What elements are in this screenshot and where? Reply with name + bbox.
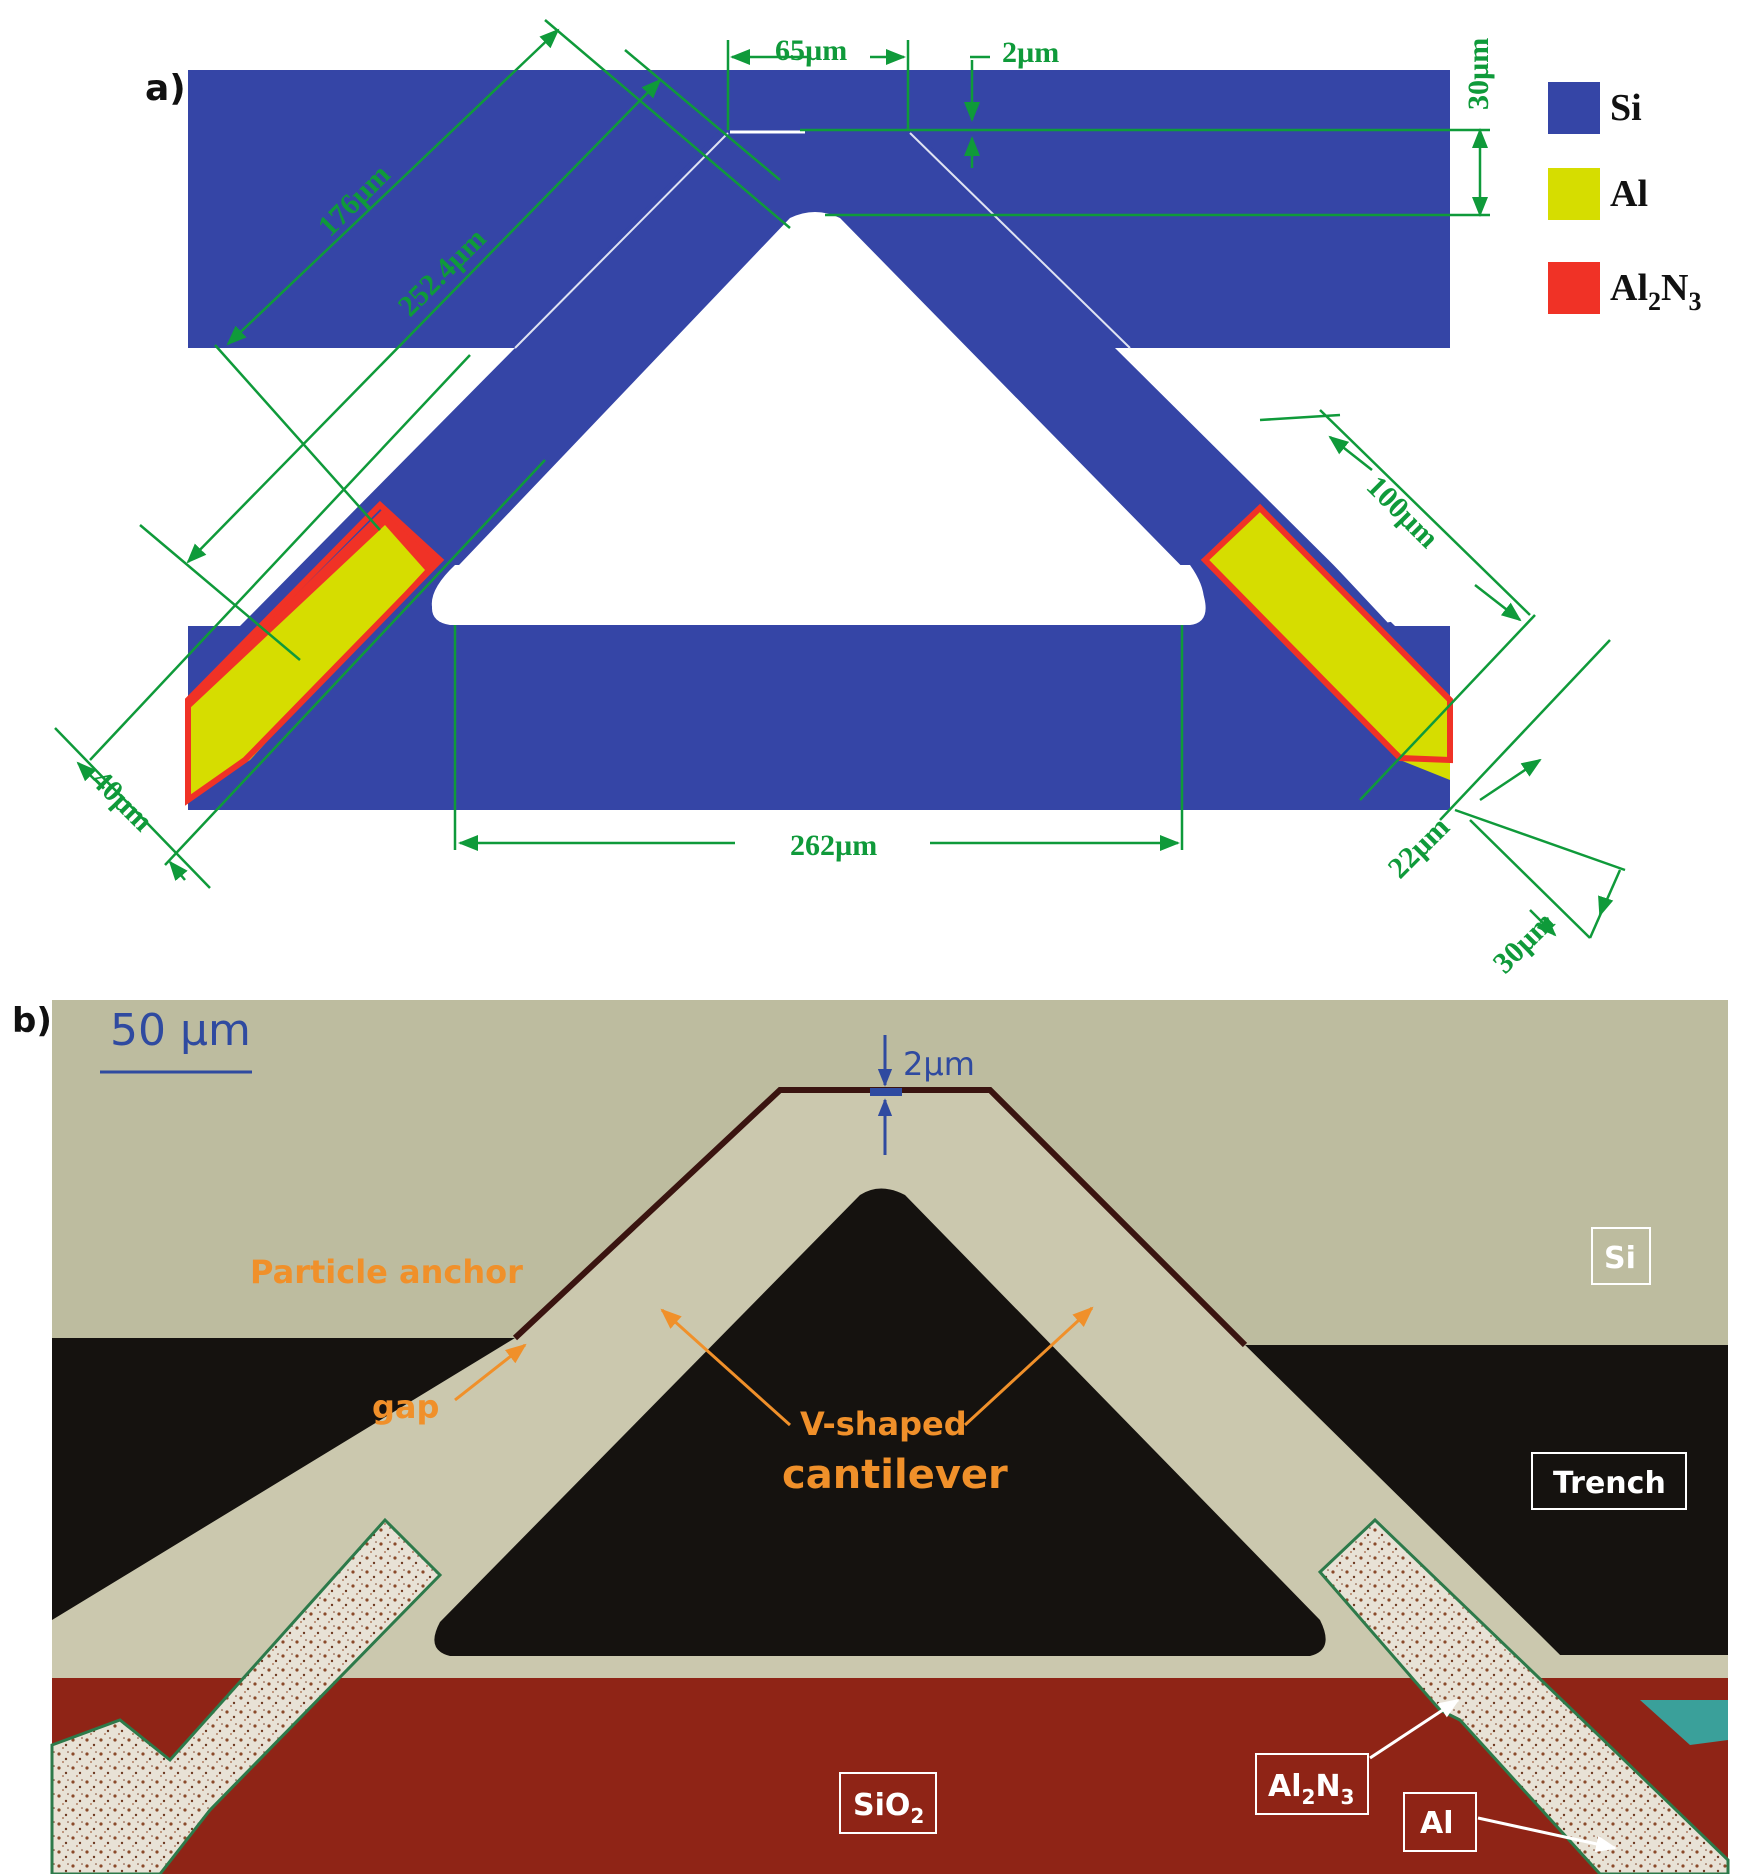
- gap-label: gap: [372, 1388, 439, 1426]
- cavity-dark: [434, 1188, 1326, 1656]
- trench-label: Trench: [1553, 1466, 1666, 1501]
- panel-a-label: a): [145, 68, 186, 109]
- trench-label-box: [1531, 1452, 1687, 1510]
- cantilever-label: cantilever: [782, 1452, 1008, 1498]
- dim-65um: 65µm: [775, 34, 847, 67]
- legend-al2n3-swatch: [1548, 262, 1600, 314]
- trench-region-right: [1245, 1345, 1728, 1655]
- panel-b-label: b): [12, 1001, 52, 1041]
- right-pad-border: [1200, 503, 1453, 764]
- v-arrow-right: [963, 1306, 1094, 1427]
- sio2-label-box: [839, 1772, 937, 1834]
- dim-2um: 2µm: [1002, 36, 1059, 69]
- legend-si-label: Si: [1610, 87, 1642, 129]
- al-label: Al: [1420, 1806, 1454, 1841]
- gap-right: [1115, 348, 1450, 626]
- right-pad-al: [1205, 510, 1450, 780]
- si-label-box: [1591, 1227, 1651, 1285]
- aln-label-box: [1255, 1753, 1369, 1815]
- aln-label: Al2N3: [1268, 1769, 1354, 1809]
- legend-si-swatch: [1548, 82, 1600, 134]
- cavity-bottom: [431, 565, 1204, 622]
- si-label: Si: [1604, 1241, 1636, 1276]
- dim-262um: 262µm: [790, 829, 877, 862]
- teal-artifact: [1640, 1700, 1728, 1745]
- al-pad-left: [50, 1517, 443, 1874]
- aln-arrow: [1369, 1698, 1460, 1760]
- scale-bar-label: 50 µm: [110, 1005, 251, 1056]
- dimension-lines: [54, 19, 1626, 939]
- si-bottom-fill: [188, 626, 1450, 806]
- gap-arrow: [454, 1343, 527, 1402]
- dim-22um: 22µm: [1382, 811, 1456, 885]
- legend-al-swatch: [1548, 168, 1600, 220]
- al-label-box: [1403, 1792, 1477, 1852]
- v-arrow-left: [660, 1308, 792, 1427]
- dim-30um-top: 30µm: [1462, 38, 1495, 110]
- gap-width-label: 2µm: [903, 1045, 975, 1083]
- legend-al-label: Al: [1610, 173, 1648, 215]
- legend-al2n3-label: Al2N3: [1610, 267, 1701, 316]
- panel-b: b) 50 µm 2µm Particle anchor gap V-shape…: [12, 1000, 1730, 1874]
- cut-right: [909, 132, 1131, 349]
- gap-marker: [870, 1088, 902, 1096]
- dim-30um-bottom: 30µm: [1487, 906, 1561, 980]
- al-arrow: [1477, 1816, 1618, 1853]
- particle-anchor-label: Particle anchor: [250, 1253, 523, 1291]
- dim-40um: 40µm: [85, 764, 159, 838]
- legend: Si Al Al2N3: [1548, 82, 1701, 316]
- sio2-label: SiO2: [853, 1788, 924, 1828]
- panel-a: a) Si Al Al2N3: [54, 19, 1701, 980]
- v-shaped-label: V-shaped: [800, 1405, 967, 1443]
- left-pad-al: [188, 525, 425, 800]
